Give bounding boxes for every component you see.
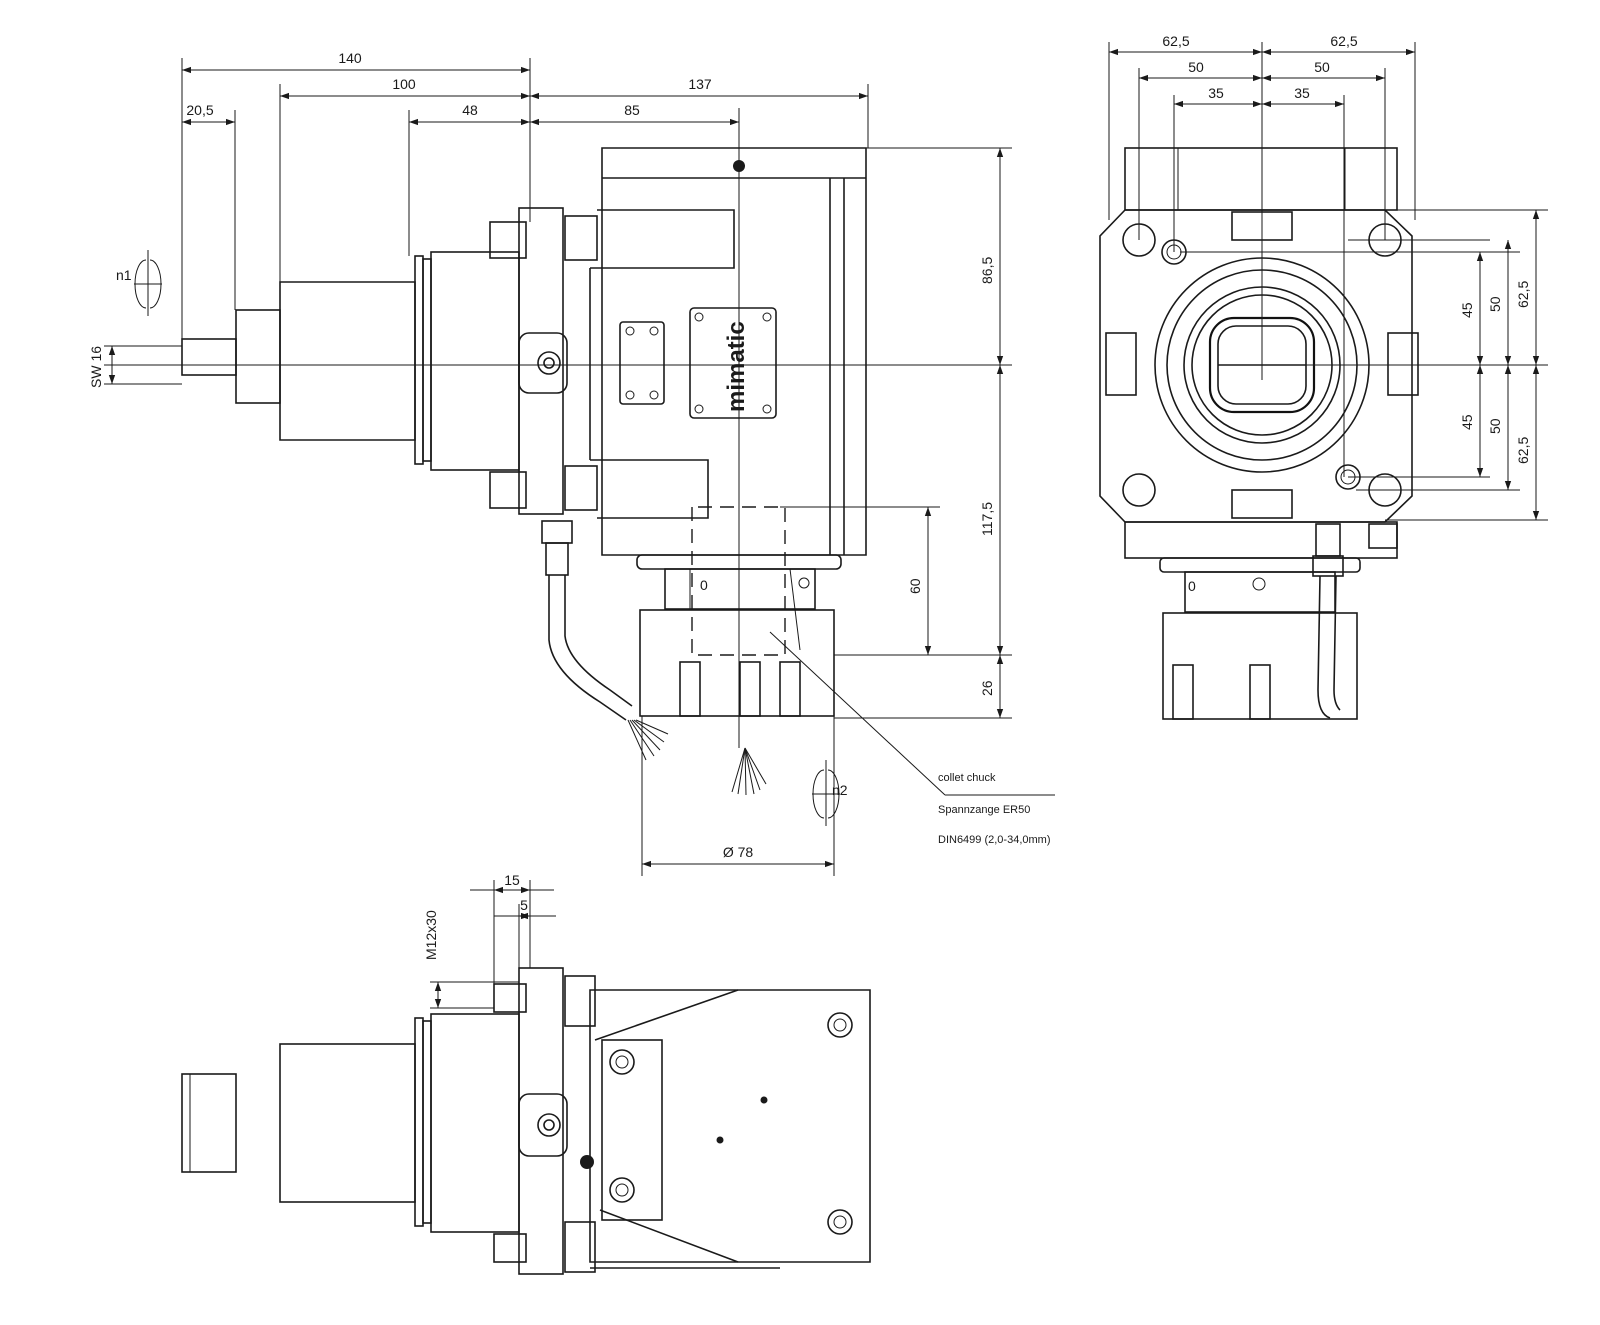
top-boss — [601, 1039, 663, 1221]
collet-nut — [639, 609, 835, 717]
dim-front-50-bottom: 50 — [1487, 418, 1503, 434]
dim-48: 48 — [462, 102, 478, 118]
top-center-clamp — [518, 1093, 568, 1157]
top-shaft — [181, 1073, 237, 1173]
shaft-housing — [279, 281, 416, 441]
nut-slot-1 — [679, 661, 701, 717]
dim-front-35-right: 35 — [1294, 85, 1310, 101]
hose-nut — [545, 542, 569, 576]
front-boss — [1368, 523, 1398, 549]
dim-100: 100 — [392, 76, 416, 92]
flange-body — [430, 251, 520, 471]
bolt-hole-bl — [1122, 473, 1156, 507]
dim-sw16: SW 16 — [88, 346, 104, 388]
nut-slot-2 — [739, 661, 761, 717]
locating-block-top — [564, 215, 598, 261]
dim-front-50-right: 50 — [1314, 59, 1330, 75]
dim-86-5: 86,5 — [979, 257, 995, 284]
front-hose-fitting — [1315, 523, 1341, 557]
dim-m12x30: M12x30 — [423, 910, 439, 960]
brand-plate — [689, 307, 777, 419]
cover-plate — [619, 321, 665, 405]
top-bolt-1 — [609, 1049, 635, 1075]
top-bolt-4 — [827, 1209, 853, 1235]
front-hose — [1317, 575, 1331, 719]
dim-85: 85 — [624, 102, 640, 118]
clamp-block-top — [489, 221, 527, 259]
dim-diameter-78: Ø 78 — [723, 844, 754, 860]
annotation-line-1: collet chuck — [938, 772, 996, 784]
annotation-leader — [769, 631, 946, 796]
dim-5: 5 — [520, 897, 528, 913]
dim-front-62-5-left: 62,5 — [1162, 33, 1189, 49]
key-bottom — [1231, 489, 1293, 519]
annotation-line-3: DIN6499 (2,0-34,0mm) — [938, 834, 1051, 846]
top-mount-plate — [518, 967, 564, 1275]
coolant-spray-center — [731, 747, 767, 796]
dim-front-45-bottom: 45 — [1459, 414, 1475, 430]
dim-front-62-5-top: 62,5 — [1515, 281, 1531, 308]
chuck-neck — [664, 568, 816, 610]
side-key-left — [1105, 332, 1137, 396]
dim-117-5: 117,5 — [979, 502, 995, 536]
dim-20-5: 20,5 — [186, 102, 213, 118]
dim-137: 137 — [688, 76, 712, 92]
top-clamp-top — [493, 983, 527, 1013]
drive-shaft — [181, 338, 237, 376]
top-grease-nipple — [580, 1155, 594, 1169]
label-n2: n2 — [832, 782, 848, 798]
top-view: M12x30 15 5 — [181, 872, 871, 1275]
brand-logo: mimatic — [723, 321, 750, 412]
seal-ring-1 — [414, 255, 424, 465]
coolant-spray-left — [627, 719, 669, 761]
dim-60: 60 — [907, 578, 923, 594]
dim-front-45-top: 45 — [1459, 302, 1475, 318]
main-housing — [601, 147, 867, 556]
dim-front-50-top: 50 — [1487, 296, 1503, 312]
shaft-collar — [235, 309, 281, 404]
hose-fitting — [541, 520, 573, 544]
front-view: 0 — [1099, 42, 1548, 720]
side-view: mimatic 0 — [104, 110, 1055, 796]
dim-front-62-5-bottom: 62,5 — [1515, 437, 1531, 464]
svg-text:0: 0 — [700, 577, 708, 593]
hidden-bore — [691, 506, 786, 656]
dim-front-62-5-right: 62,5 — [1330, 33, 1357, 49]
label-n1: n1 — [116, 267, 132, 283]
annotation-line-2: Spannzange ER50 — [938, 804, 1030, 816]
nut-slot-3 — [779, 661, 801, 717]
side-key-right — [1387, 332, 1419, 396]
top-shaft-housing — [279, 1043, 416, 1203]
top-bolt-3 — [827, 1012, 853, 1038]
side-dimensions: 140 100 20,5 48 137 85 SW 16 n1 86,5 117… — [88, 50, 1051, 876]
top-clamp-bottom — [493, 1233, 527, 1263]
center-clamp — [518, 332, 568, 394]
center-screw — [537, 351, 561, 375]
front-top-cap — [1124, 147, 1398, 211]
top-flange-body — [430, 1013, 520, 1233]
front-lower-body — [1124, 521, 1398, 559]
top-body — [589, 989, 871, 1263]
dim-15: 15 — [504, 872, 520, 888]
front-chuck-flange — [1159, 557, 1361, 573]
clamp-block-bottom — [489, 471, 527, 509]
top-bolt-2 — [609, 1177, 635, 1203]
front-collet-nut — [1162, 612, 1358, 720]
svg-text:0: 0 — [1188, 578, 1196, 594]
dim-front-35-left: 35 — [1208, 85, 1224, 101]
dim-front-50-left: 50 — [1188, 59, 1204, 75]
seal-ring-2 — [422, 258, 432, 462]
dim-26: 26 — [979, 680, 995, 696]
locating-block-bottom — [564, 465, 598, 511]
coolant-hose — [548, 575, 627, 721]
dim-140: 140 — [338, 50, 362, 66]
front-dimensions: 62,5 62,5 50 50 35 35 45 50 62,5 45 50 6… — [1108, 33, 1548, 521]
